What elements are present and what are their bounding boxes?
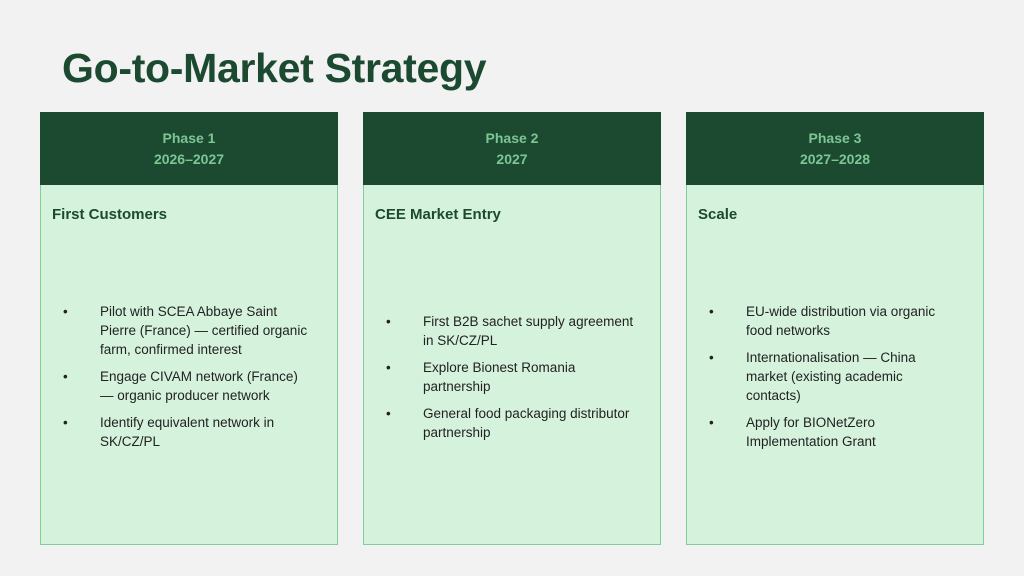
bullet-item: Identify equivalent network in SK/CZ/PL	[41, 413, 337, 451]
phase-years: 2027–2028	[799, 150, 871, 167]
bullet-item: Apply for BIONetZero Implementation Gran…	[687, 413, 983, 451]
phase-body-3: Scale EU-wide distribution via organic f…	[686, 185, 984, 545]
phase-heading: First Customers	[52, 206, 168, 223]
phase-years: 2027	[496, 150, 528, 167]
bullet-list: Pilot with SCEA Abbaye Saint Pierre (Fra…	[41, 185, 337, 544]
phase-body-2: CEE Market Entry First B2B sachet supply…	[363, 185, 661, 545]
phase-column-1: Phase 1 2026–2027 First Customers Pilot …	[40, 112, 338, 545]
bullet-item: General food packaging distributor partn…	[364, 404, 660, 442]
phase-column-3: Phase 3 2027–2028 Scale EU-wide distribu…	[686, 112, 984, 545]
phase-header-1: Phase 1 2026–2027	[40, 112, 338, 185]
bullet-item: Engage CIVAM network (France) — organic …	[41, 367, 337, 405]
bullet-item: EU-wide distribution via organic food ne…	[687, 302, 983, 340]
phase-label: Phase 3	[808, 129, 862, 146]
phase-body-1: First Customers Pilot with SCEA Abbaye S…	[40, 185, 338, 545]
page-title: Go-to-Market Strategy	[62, 45, 487, 91]
phase-heading: Scale	[698, 206, 738, 223]
phase-header-2: Phase 2 2027	[363, 112, 661, 185]
bullet-list: First B2B sachet supply agreement in SK/…	[364, 185, 660, 544]
phase-label: Phase 1	[162, 129, 216, 146]
phase-heading: CEE Market Entry	[375, 206, 501, 223]
phase-label: Phase 2	[485, 129, 539, 146]
bullet-item: Internationalisation — China market (exi…	[687, 348, 983, 405]
phase-years: 2026–2027	[153, 150, 225, 167]
phase-header-3: Phase 3 2027–2028	[686, 112, 984, 185]
phase-column-2: Phase 2 2027 CEE Market Entry First B2B …	[363, 112, 661, 545]
bullet-item: First B2B sachet supply agreement in SK/…	[364, 312, 660, 350]
bullet-item: Explore Bionest Romania partnership	[364, 358, 660, 396]
bullet-item: Pilot with SCEA Abbaye Saint Pierre (Fra…	[41, 302, 337, 359]
bullet-list: EU-wide distribution via organic food ne…	[687, 185, 983, 544]
